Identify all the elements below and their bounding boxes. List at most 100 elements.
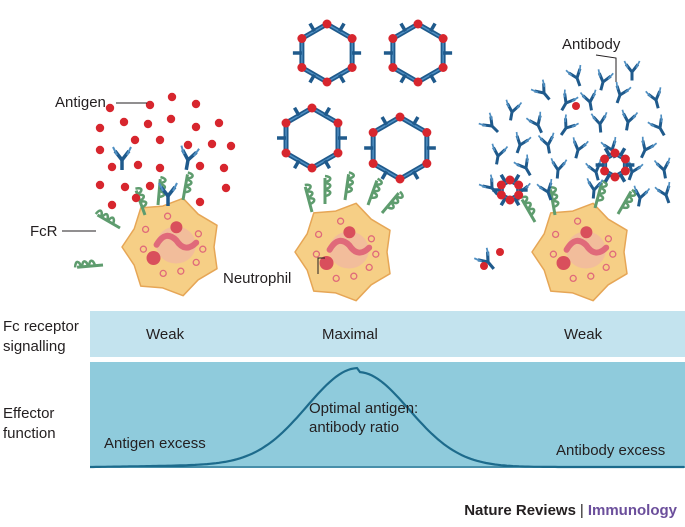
- antigen-dot: [514, 180, 524, 190]
- antigen-dot: [297, 63, 307, 72]
- antibody: [597, 69, 614, 91]
- antibody: [478, 112, 500, 134]
- antigen-dot: [167, 92, 177, 102]
- antigen-dot: [133, 160, 143, 170]
- antigen-dot: [438, 34, 448, 43]
- effector-row-label-line2: function: [3, 425, 56, 442]
- antigen-dot: [368, 159, 378, 168]
- antigen-dot: [226, 141, 236, 151]
- antibody: [559, 114, 580, 136]
- fc-row-label-line2: signalling: [3, 338, 66, 355]
- antibody-leader-line: [595, 54, 617, 82]
- fc-receptor: [181, 171, 194, 201]
- fc-value-center: Maximal: [322, 326, 378, 343]
- antigen-dot: [347, 63, 357, 72]
- complex-ring: [364, 112, 436, 184]
- antibody: [572, 137, 589, 159]
- fc-signalling-band: [90, 311, 685, 357]
- antigen-dot: [307, 163, 317, 173]
- antibody: [586, 178, 604, 199]
- fc-value-right: Weak: [564, 326, 603, 343]
- antigen-dot: [600, 166, 610, 176]
- antigen-dot: [600, 154, 610, 164]
- antibody: [621, 109, 639, 131]
- antigen-dot: [422, 159, 432, 168]
- antigen-dot: [219, 163, 229, 173]
- antibody: [565, 64, 582, 87]
- antigen-dot: [214, 118, 224, 128]
- antigen-dot: [333, 118, 343, 128]
- fc-receptor: [593, 179, 608, 209]
- antigen-dot: [297, 34, 307, 43]
- antibody: [473, 247, 495, 270]
- antibody: [640, 136, 658, 159]
- antigen-dot: [422, 128, 432, 137]
- fc-receptor: [549, 186, 560, 216]
- fc-receptor: [73, 259, 104, 269]
- antibody: [647, 114, 666, 137]
- fc-receptor: [303, 183, 316, 213]
- small-complex: [595, 147, 635, 183]
- journal-name: Nature Reviews: [464, 502, 576, 519]
- fc-receptor: [380, 190, 404, 214]
- antigen-dot: [438, 63, 448, 72]
- antigen-dot: [395, 174, 405, 184]
- antigen-dot: [505, 175, 515, 185]
- antigen-dot: [183, 140, 193, 150]
- antigen-dot: [395, 112, 405, 122]
- antigen-dot: [322, 77, 332, 87]
- antigen-dot: [107, 162, 117, 172]
- antigen-dot: [155, 163, 165, 173]
- neutrophil-label: Neutrophil: [223, 270, 292, 287]
- antigen-dot: [105, 103, 115, 113]
- antigen-dot: [195, 197, 205, 207]
- antibody: [491, 143, 509, 165]
- antigen-dot: [347, 34, 357, 43]
- antibody: [560, 89, 579, 112]
- antigen-dot: [388, 34, 398, 43]
- antibody: [536, 178, 553, 201]
- antigen-dot: [514, 190, 524, 200]
- antigen-dot: [145, 181, 155, 191]
- antibody: [654, 181, 671, 204]
- antibody: [180, 145, 200, 171]
- antigen-dot: [107, 200, 117, 210]
- antigen-dot: [191, 99, 201, 109]
- antigen-dot: [496, 180, 506, 190]
- antigen-dot: [221, 183, 231, 193]
- antigen-label: Antigen: [55, 94, 106, 111]
- antigen-dot: [95, 123, 105, 133]
- effector-band: [90, 362, 685, 468]
- antibody: [525, 111, 543, 134]
- antigen-dot: [610, 172, 620, 182]
- antigen-dot: [413, 19, 423, 29]
- antibody: [513, 154, 532, 177]
- antigen-dot: [281, 118, 291, 128]
- antigen-dot: [505, 195, 515, 205]
- antibody: [627, 158, 644, 181]
- fc-receptor: [343, 171, 355, 201]
- antibody: [579, 89, 597, 111]
- branding-separator: |: [579, 502, 584, 519]
- antigen-excess-label: Antigen excess: [104, 435, 206, 452]
- antibody: [653, 157, 671, 179]
- antibody: [615, 81, 632, 104]
- antigen-dot: [620, 166, 630, 176]
- neutrophil-cell-center: [294, 202, 391, 302]
- journal-section: Immunology: [587, 502, 677, 519]
- antigen-dot: [610, 148, 620, 158]
- antibody-label: Antibody: [562, 36, 621, 53]
- antibody: [478, 174, 499, 196]
- optimal-ratio-label-line2: antibody ratio: [309, 419, 400, 436]
- effector-row-label-line1: Effector: [3, 405, 55, 422]
- fc-receptor: [366, 177, 383, 206]
- antibody: [530, 79, 551, 101]
- antigen-dot: [333, 148, 343, 158]
- antibody: [515, 131, 532, 154]
- antigen-dot: [368, 128, 378, 137]
- antigen-dot: [131, 193, 141, 203]
- antigen-dot: [145, 100, 155, 110]
- antibody: [112, 146, 132, 170]
- antibody-excess-label: Antibody excess: [556, 442, 666, 459]
